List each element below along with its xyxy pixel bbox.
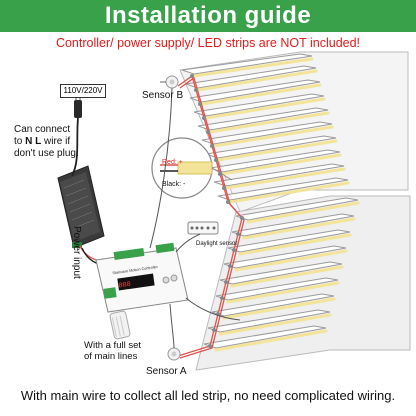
connect-note-line2: to N L wire if bbox=[14, 136, 104, 148]
sensor-b-label: Sensor B bbox=[142, 90, 183, 102]
red-wire-label: Red: + bbox=[162, 157, 183, 169]
connect-note-post: wire if bbox=[41, 136, 70, 147]
mainline-note: With a full set of main lines bbox=[84, 340, 164, 362]
installation-diagram: 888 Staircase Motion Controller bbox=[0, 0, 416, 384]
controller bbox=[96, 243, 188, 312]
connect-note-line3: don't use plug. bbox=[14, 148, 104, 160]
sensor-a-label: Sensor A bbox=[146, 366, 187, 378]
sensor-a bbox=[168, 348, 180, 360]
mainline-note-line2: of main lines bbox=[84, 351, 164, 362]
footer-text: With main wire to collect all led strip,… bbox=[0, 388, 416, 403]
black-wire-label: Black: - bbox=[162, 179, 185, 191]
connect-note: Can connect to N L wire if don't use plu… bbox=[14, 124, 104, 160]
connect-note-bold: N L bbox=[25, 136, 41, 147]
sensor-b bbox=[160, 76, 178, 88]
daylight-sensor-label: Daylight sensor bbox=[196, 238, 237, 250]
connect-note-pre: to bbox=[14, 136, 25, 147]
connect-note-line1: Can connect bbox=[14, 124, 104, 136]
voltage-box: 110V/220V bbox=[60, 84, 106, 98]
main-line-bundle bbox=[109, 311, 130, 340]
power-input-label: Power input bbox=[70, 226, 82, 279]
mainline-note-line1: With a full set bbox=[84, 340, 164, 351]
daylight-sensor-device bbox=[188, 222, 218, 234]
